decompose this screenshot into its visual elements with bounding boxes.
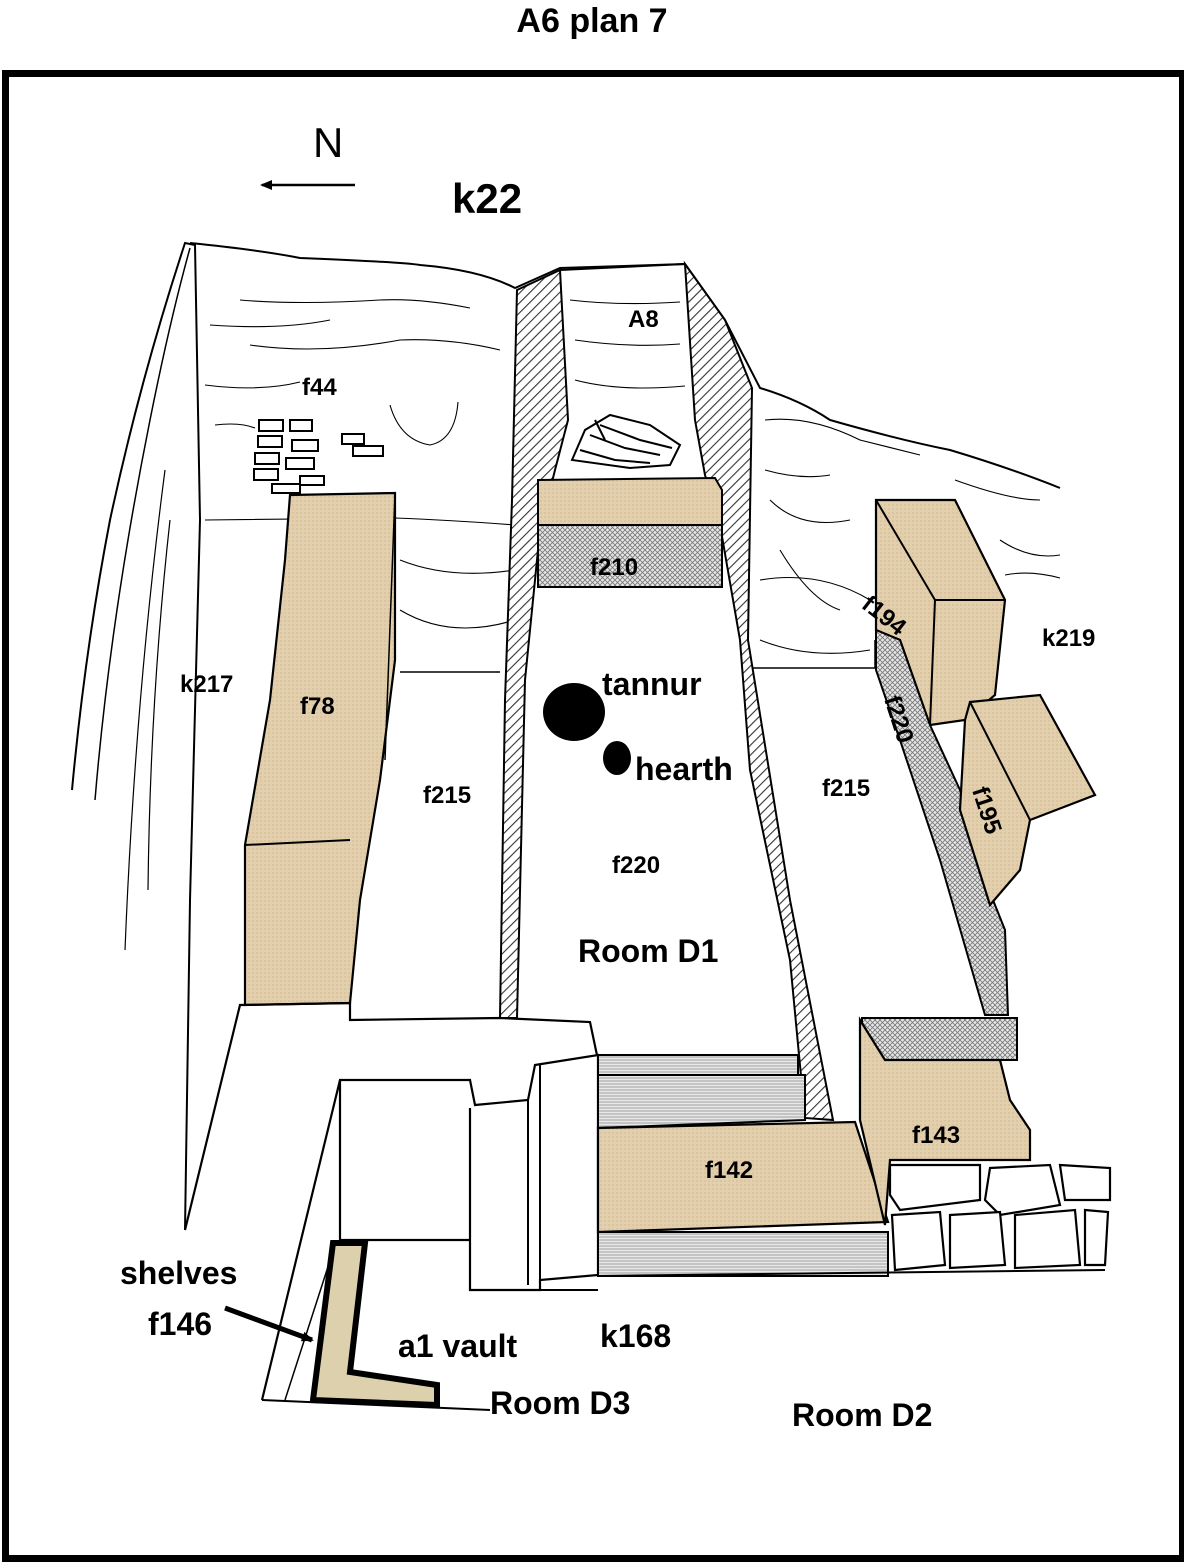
f142-lower-band bbox=[597, 1231, 889, 1277]
d1-east-wall bbox=[683, 260, 835, 1122]
f44-bricks bbox=[253, 419, 384, 494]
label-f142: f142 bbox=[705, 1157, 754, 1184]
label-room-d3: Room D3 bbox=[490, 1385, 631, 1421]
f143-block bbox=[858, 1016, 1032, 1226]
f143-top bbox=[861, 1017, 1018, 1061]
label-f215-left: f215 bbox=[423, 782, 472, 809]
label-room-d2: Room D2 bbox=[792, 1397, 933, 1433]
label-hearth: hearth bbox=[635, 751, 733, 787]
lower-platform-outline bbox=[183, 1001, 600, 1231]
shelves-arrow bbox=[224, 1305, 314, 1343]
label-f215-right: f215 bbox=[822, 775, 871, 802]
hearth-mark bbox=[603, 741, 631, 775]
label-a8: A8 bbox=[628, 306, 659, 333]
k217-section-outline bbox=[71, 241, 202, 1231]
trench-label: k22 bbox=[452, 175, 523, 222]
label-f146: f146 bbox=[148, 1306, 213, 1342]
label-shelves: shelves bbox=[120, 1255, 238, 1291]
label-f220-room: f220 bbox=[612, 852, 661, 879]
label-tannur: tannur bbox=[602, 666, 702, 702]
f78-wall bbox=[243, 491, 397, 1007]
label-f143: f143 bbox=[912, 1122, 961, 1149]
label-k168: k168 bbox=[600, 1318, 672, 1354]
stone-wall-d2 bbox=[888, 1163, 1112, 1272]
section-texture bbox=[204, 299, 1061, 654]
f146-shelves bbox=[309, 1240, 440, 1409]
label-a1-vault: a1 vault bbox=[398, 1328, 518, 1364]
f142-upper-band bbox=[597, 1054, 799, 1076]
label-f78: f78 bbox=[300, 693, 335, 720]
north-label: N bbox=[313, 119, 344, 166]
tannur-mark bbox=[543, 683, 605, 741]
f220-strip bbox=[875, 628, 1010, 1016]
d1-west-wall bbox=[498, 268, 570, 1019]
f210-threshold bbox=[537, 524, 723, 588]
f142-wall bbox=[596, 1120, 890, 1234]
label-k217: k217 bbox=[180, 671, 234, 698]
label-f210: f210 bbox=[590, 554, 639, 581]
label-f44: f44 bbox=[302, 374, 337, 401]
label-k219: k219 bbox=[1042, 625, 1096, 652]
label-room-d1: Room D1 bbox=[578, 933, 719, 969]
plan-title: A6 plan 7 bbox=[516, 2, 668, 40]
a8-collapsed-stones bbox=[570, 413, 682, 470]
